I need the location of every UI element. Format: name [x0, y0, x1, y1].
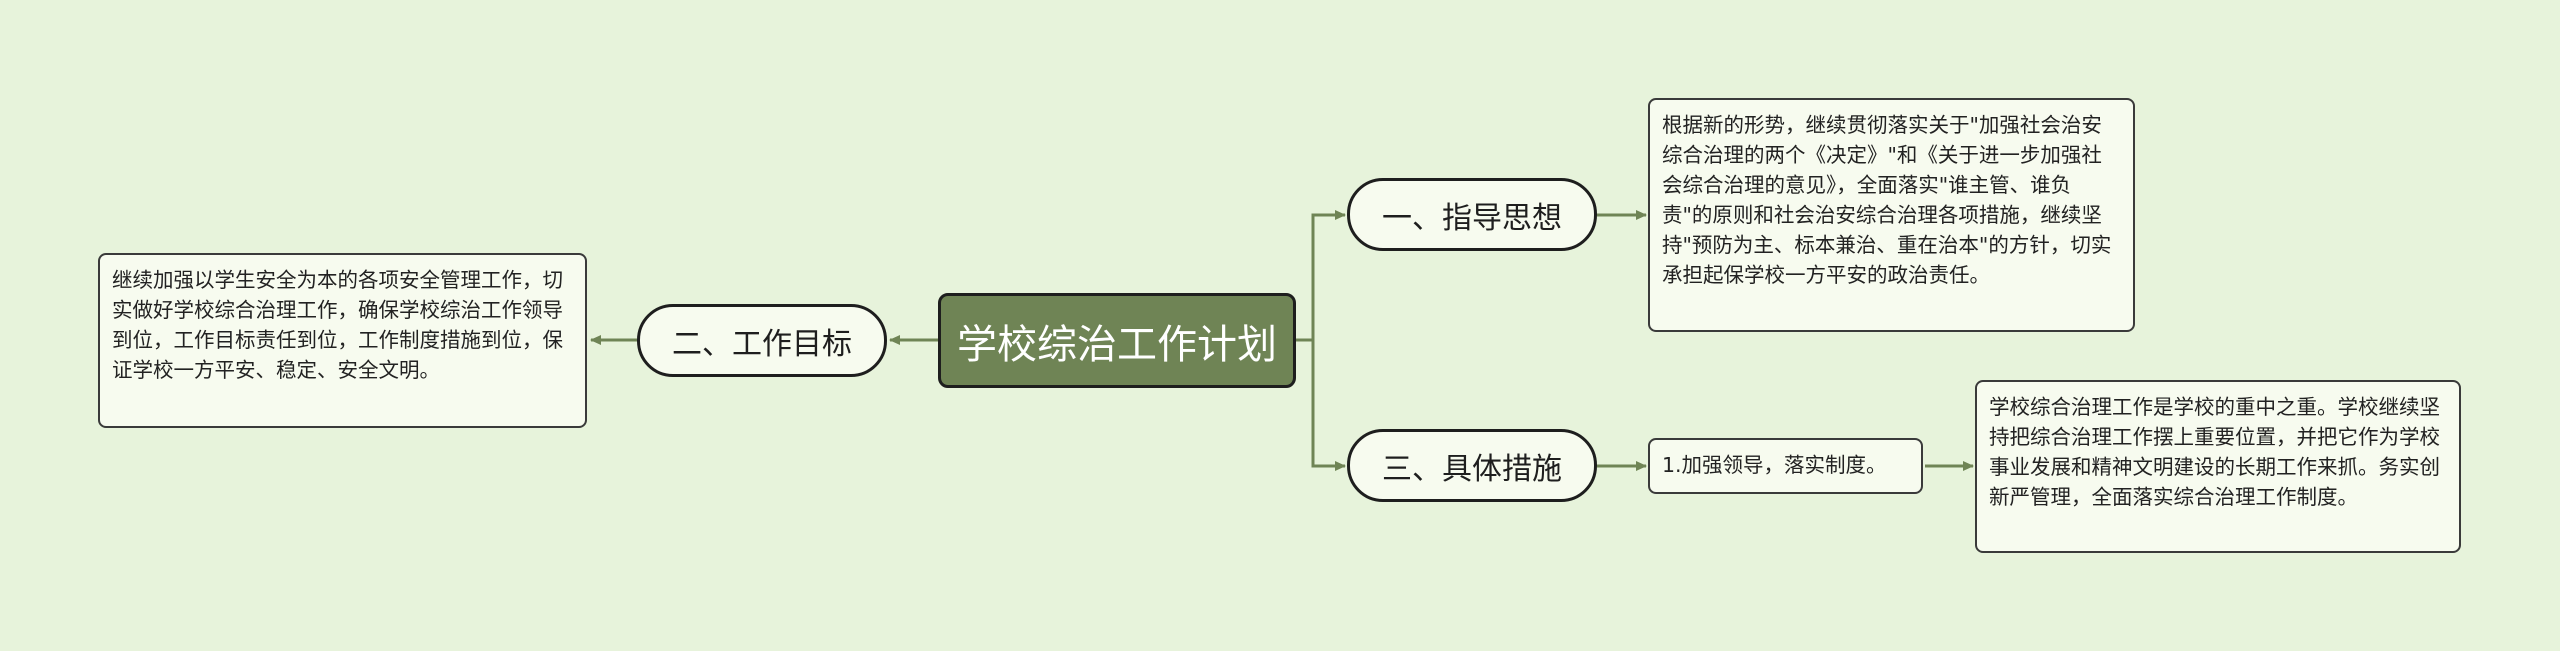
leaf-guiding-idea[interactable]: 根据新的形势，继续贯彻落实关于"加强社会治安综合治理的两个《决定》"和《关于进一… [1648, 98, 2135, 332]
leaf-measure-1[interactable]: 1.加强领导，落实制度。 [1648, 438, 1923, 494]
leaf-work-goal[interactable]: 继续加强以学生安全为本的各项安全管理工作，切实做好学校综合治理工作，确保学校综治… [98, 253, 587, 428]
branch-work-goal[interactable]: 二、工作目标 [637, 304, 887, 377]
leaf-measure-1-detail[interactable]: 学校综合治理工作是学校的重中之重。学校继续坚持把综合治理工作摆上重要位置，并把它… [1975, 380, 2461, 553]
connector-root-to-measures [1296, 338, 1346, 471]
branch-guiding-idea[interactable]: 一、指导思想 [1347, 178, 1597, 251]
connector-root-to-guiding [1296, 210, 1346, 342]
branch-specific-measures[interactable]: 三、具体措施 [1347, 429, 1597, 502]
root-topic[interactable]: 学校综治工作计划 [938, 293, 1296, 388]
